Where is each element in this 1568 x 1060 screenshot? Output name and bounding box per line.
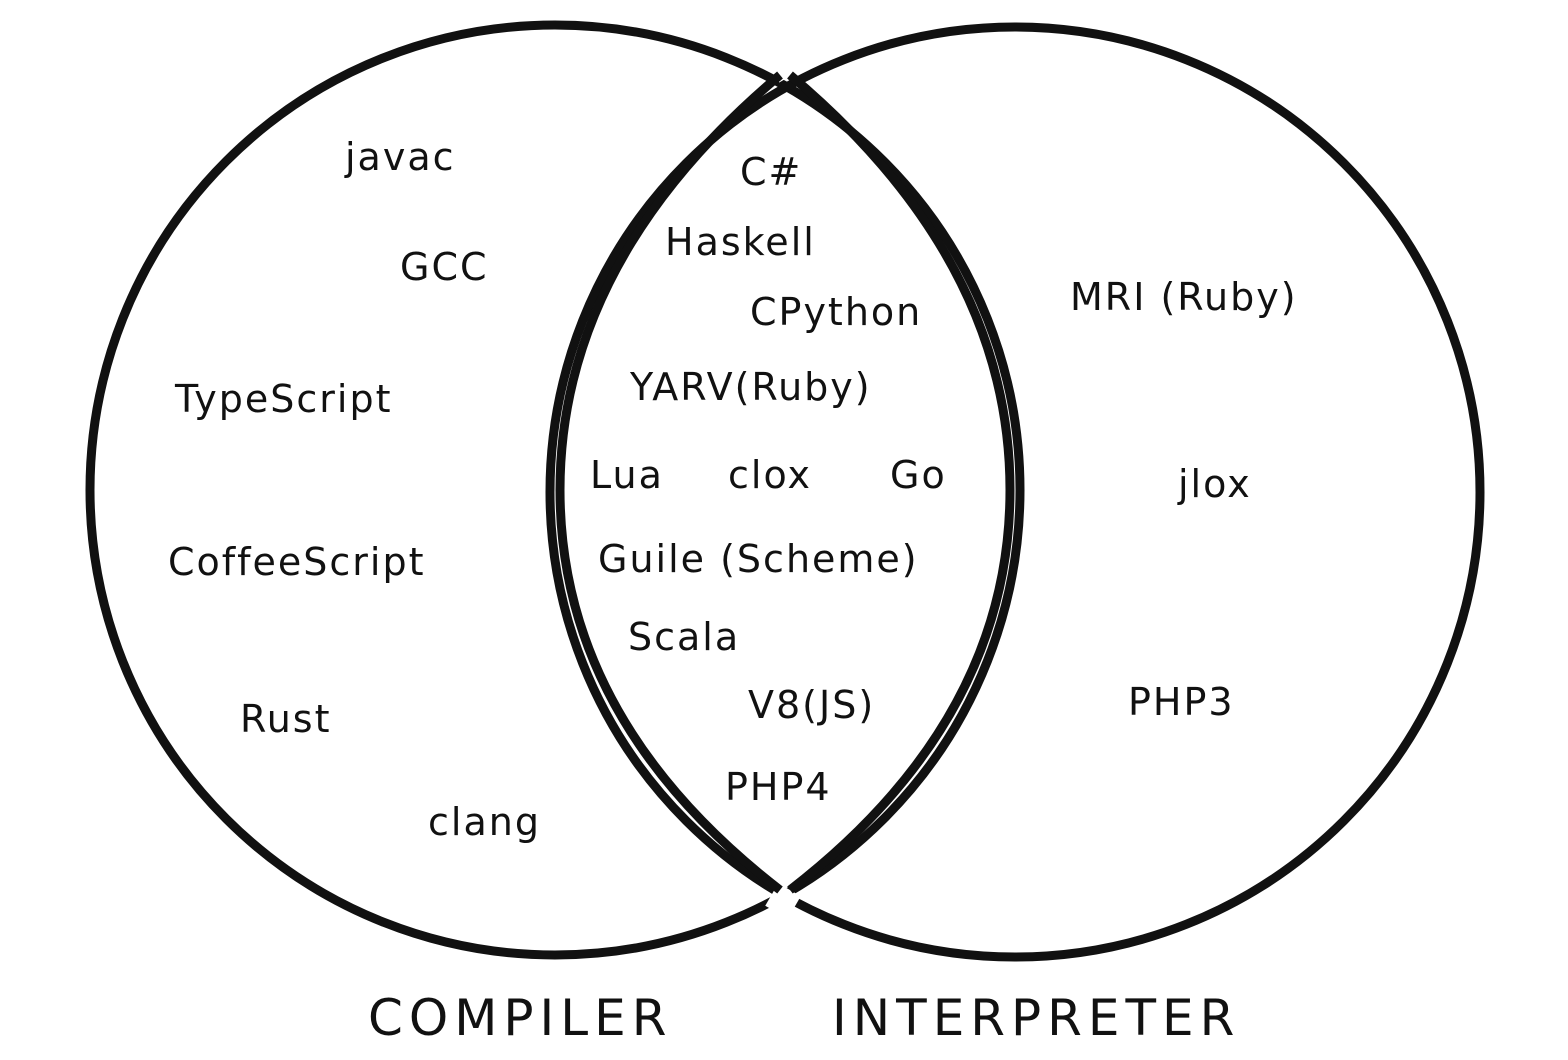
item-lua: Lua <box>590 453 664 497</box>
item-javac: javac <box>344 135 456 179</box>
interpreter-label: INTERPRETER <box>832 989 1240 1047</box>
compiler-label: COMPILER <box>368 989 673 1047</box>
item-gcc: GCC <box>400 245 489 289</box>
item-clang: clang <box>428 800 541 844</box>
item-go: Go <box>890 453 947 497</box>
item-clox: clox <box>728 453 812 497</box>
item-cpython: CPython <box>750 290 922 334</box>
both-items: C# Haskell CPython YARV(Ruby) Lua clox G… <box>590 150 947 809</box>
item-php3: PHP3 <box>1128 680 1235 724</box>
lens-right-edge <box>787 71 1015 894</box>
item-coffeescript: CoffeeScript <box>168 540 426 584</box>
item-haskell: Haskell <box>665 220 816 264</box>
item-typescript: TypeScript <box>174 377 393 421</box>
item-mri: MRI (Ruby) <box>1070 275 1298 319</box>
compiler-circle <box>85 20 1025 960</box>
item-yarv: YARV(Ruby) <box>629 365 872 409</box>
item-jlox: jlox <box>1177 462 1252 506</box>
interpreter-only-items: MRI (Ruby) jlox PHP3 <box>1070 275 1298 724</box>
item-rust: Rust <box>240 697 331 741</box>
item-php4: PHP4 <box>725 765 832 809</box>
interpreter-circle <box>545 22 1485 962</box>
item-guile: Guile (Scheme) <box>598 537 919 581</box>
lens-left-edge <box>555 71 783 894</box>
item-v8: V8(JS) <box>748 683 875 727</box>
compiler-only-items: javac GCC TypeScript CoffeeScript Rust c… <box>168 135 541 844</box>
item-csharp: C# <box>740 150 802 194</box>
item-scala: Scala <box>628 615 740 659</box>
